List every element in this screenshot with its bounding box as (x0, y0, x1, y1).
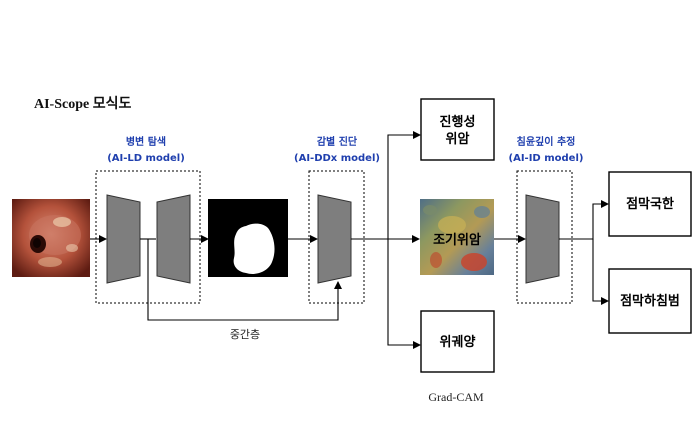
id-model-name: 침윤깊이 추정 (517, 135, 576, 148)
id-classifier-block (525, 194, 560, 284)
submucosal-invasion-box (608, 268, 692, 334)
gradcam-heatmap-image (420, 199, 494, 275)
advanced-gastric-cancer-box (420, 98, 495, 161)
segmentation-mask-image (208, 199, 288, 277)
ld-encoder-block (106, 194, 141, 284)
endoscopic-input-image (12, 199, 90, 277)
ddx-model-boundary (308, 170, 365, 304)
intermediate-layer-label: 중간층 (230, 328, 260, 341)
diagram-title: AI-Scope 모식도 (34, 96, 131, 112)
early-gastric-cancer-label: 조기위암 (433, 232, 481, 248)
arrow-ddx-to-ulcer (387, 239, 421, 349)
advanced-gastric-cancer-line2: 위암 (446, 131, 470, 147)
id-model-boundary (516, 170, 573, 304)
gastric-ulcer-box (420, 310, 495, 373)
gastric-ulcer-label: 위궤양 (440, 335, 476, 350)
arrow-intermediate-layer (147, 239, 342, 321)
ld-model-name: 병변 탐색 (126, 135, 166, 148)
ld-decoder-block (156, 194, 191, 284)
ddx-model-name: 감별 진단 (317, 135, 358, 148)
mucosa-confined-box (608, 171, 692, 237)
advanced-gastric-cancer-line1: 진행성 (440, 114, 476, 130)
ld-model-code: (AI-LD model) (107, 153, 185, 164)
arrow-id-to-submucosa (592, 239, 609, 305)
gradcam-caption: Grad-CAM (428, 390, 484, 404)
mucosa-confined-label: 점막국한 (626, 196, 674, 212)
ddx-model-code: (AI-DDx model) (294, 153, 380, 164)
id-model-code: (AI-ID model) (509, 153, 584, 164)
arrow-ddx-to-advanced (387, 131, 421, 239)
submucosal-invasion-label: 점막하침범 (620, 293, 680, 309)
arrow-id-to-mucosa (559, 200, 609, 240)
ddx-classifier-block (317, 194, 352, 284)
